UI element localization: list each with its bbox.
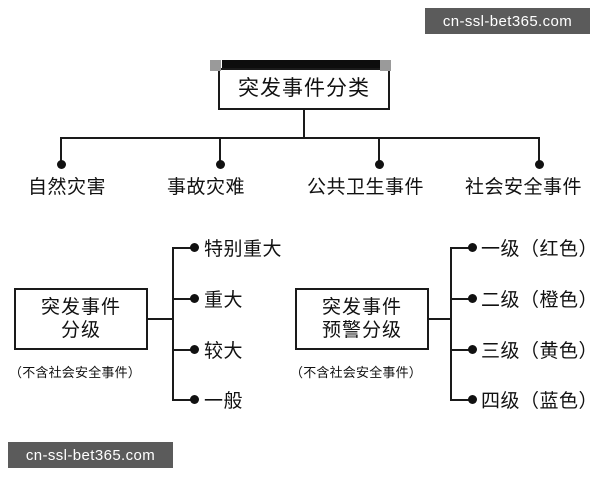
warning-arm-2 xyxy=(450,298,472,300)
grade-level-label-general: 一般 xyxy=(204,391,244,412)
watermark-bottom: cn-ssl-bet365.com xyxy=(8,442,173,468)
grade-dot-1 xyxy=(190,243,199,252)
warning-arm-3 xyxy=(450,349,472,351)
category-dot-3 xyxy=(375,160,384,169)
warning-dot-4 xyxy=(468,395,477,404)
category-drop-3 xyxy=(378,137,380,163)
category-label-natural-disaster: 自然灾害 xyxy=(28,177,107,198)
grade-arm-1 xyxy=(172,247,194,249)
category-label-social-security: 社会安全事件 xyxy=(465,177,583,198)
warning-node-note: （不含社会安全事件） xyxy=(290,365,423,380)
root-node-label: 突发事件分类 xyxy=(238,76,370,101)
category-dot-4 xyxy=(535,160,544,169)
selection-handle-top-left[interactable] xyxy=(210,60,221,71)
category-dot-2 xyxy=(216,160,225,169)
category-drop-4 xyxy=(538,137,540,163)
warning-bus xyxy=(450,248,452,400)
root-box-shadow-bar xyxy=(222,60,386,70)
root-stem xyxy=(303,110,305,138)
grade-level-label-extremely-major: 特别重大 xyxy=(204,239,283,260)
grade-level-label-major: 重大 xyxy=(204,290,244,311)
grade-node-note: （不含社会安全事件） xyxy=(9,365,142,380)
warning-node-emergency-warning-grading[interactable]: 突发事件 预警分级 xyxy=(295,288,429,350)
warning-dot-3 xyxy=(468,345,477,354)
category-drop-1 xyxy=(60,137,62,163)
warning-arm-4 xyxy=(450,399,472,401)
warning-level-label-level2-orange: 二级（橙色） xyxy=(481,290,599,311)
category-dot-1 xyxy=(57,160,66,169)
root-node-emergency-classification[interactable]: 突发事件分类 xyxy=(218,68,390,110)
warning-level-label-level1-red: 一级（红色） xyxy=(481,239,599,260)
warning-level-label-level3-yellow: 三级（黄色） xyxy=(481,341,599,362)
warning-dot-2 xyxy=(468,294,477,303)
grade-dot-2 xyxy=(190,294,199,303)
grade-dot-3 xyxy=(190,345,199,354)
warning-node-label-line1: 突发事件 xyxy=(321,296,402,318)
warning-stub xyxy=(429,318,452,320)
grade-bus xyxy=(172,248,174,400)
warning-arm-1 xyxy=(450,247,472,249)
grade-dot-4 xyxy=(190,395,199,404)
selection-handle-top-right[interactable] xyxy=(380,60,391,71)
watermark-top: cn-ssl-bet365.com xyxy=(425,8,590,34)
warning-level-label-level4-blue: 四级（蓝色） xyxy=(481,391,599,412)
grade-arm-3 xyxy=(172,349,194,351)
grade-node-label-line2: 分级 xyxy=(60,320,101,341)
category-label-public-health: 公共卫生事件 xyxy=(307,177,425,198)
category-label-accident-disaster: 事故灾难 xyxy=(167,177,246,198)
category-bus xyxy=(60,137,540,139)
grade-stub xyxy=(148,318,174,320)
grade-arm-2 xyxy=(172,298,194,300)
category-drop-2 xyxy=(219,137,221,163)
grade-node-label-line1: 突发事件 xyxy=(40,296,121,318)
warning-dot-1 xyxy=(468,243,477,252)
grade-level-label-relatively-major: 较大 xyxy=(204,341,244,362)
grade-arm-4 xyxy=(172,399,194,401)
grade-node-emergency-grading[interactable]: 突发事件 分级 xyxy=(14,288,148,350)
warning-node-label-line2: 预警分级 xyxy=(321,320,402,341)
